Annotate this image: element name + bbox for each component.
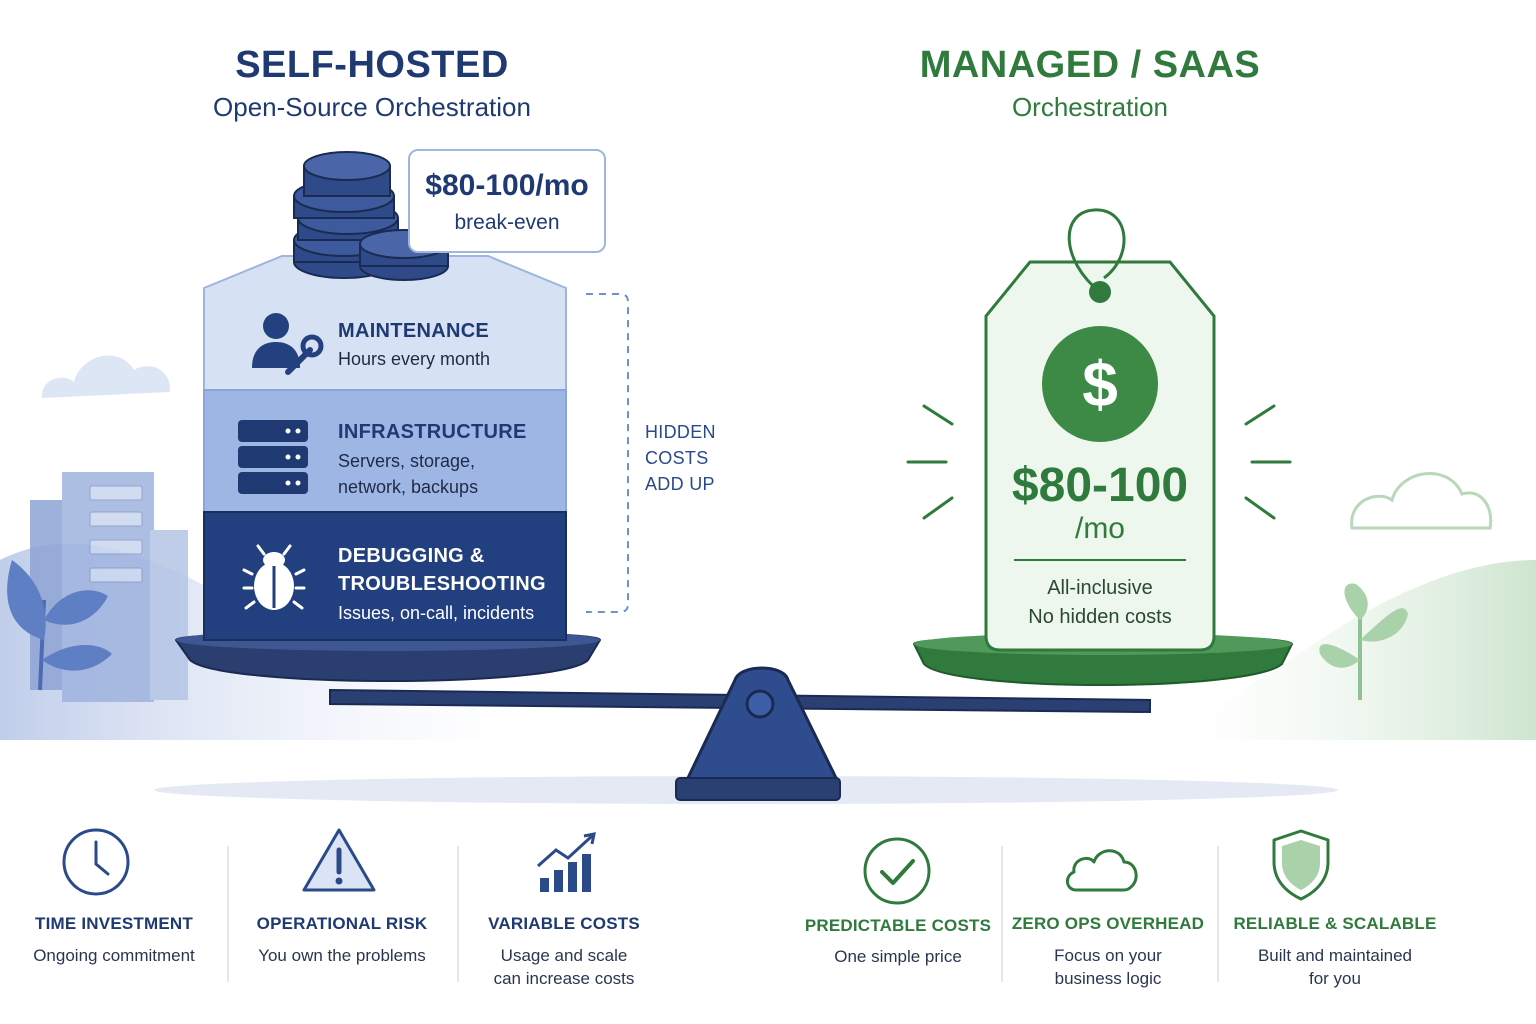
reliable-scalable-desc-line2: for you: [1309, 969, 1361, 988]
bug-icon: [242, 544, 306, 614]
maintenance-title: MAINTENANCE: [338, 320, 490, 342]
self-hosted-subtitle: Open-Source Orchestration: [213, 92, 531, 122]
left-cloud-icon: [41, 355, 171, 398]
server-rack-icon: [236, 418, 310, 496]
time-investment-title: TIME INVESTMENT: [35, 914, 193, 933]
warning-icon: [300, 826, 378, 894]
predictable-costs-desc: One simple price: [834, 947, 962, 966]
managed-price-unit: /mo: [1074, 512, 1125, 545]
maintenance-desc: Hours every month: [338, 349, 491, 369]
managed-note-line1: All-inclusive: [1047, 577, 1153, 599]
reliable-scalable-desc-line1: Built and maintained: [1257, 946, 1413, 965]
debugging-title-line2: TROUBLESHOOTING: [338, 573, 546, 595]
right-plant-icon: [1319, 583, 1408, 700]
operational-risk-desc: You own the problems: [258, 946, 426, 965]
left-plant-icon: [7, 560, 112, 691]
rising-chart-icon: [534, 832, 600, 894]
building-icon: [30, 472, 188, 702]
infrastructure-desc-line1: Servers, storage,: [338, 451, 476, 471]
managed-subtitle: Orchestration: [1011, 92, 1169, 122]
zero-ops-desc-line2: business logic: [1054, 969, 1162, 988]
zero-ops-desc-line1: Focus on your: [1054, 946, 1162, 965]
infrastructure-title: INFRASTRUCTURE: [338, 421, 527, 443]
fulcrum-pivot: [745, 689, 775, 719]
operational-risk-title: OPERATIONAL RISK: [256, 914, 428, 933]
hidden-costs-line2: COSTS: [645, 448, 709, 468]
scale-base: [675, 777, 841, 801]
break-even-callout: $80-100/mo break-even: [408, 149, 606, 253]
cloud-icon: [1062, 842, 1140, 894]
variable-costs-desc-line2: can increase costs: [493, 969, 635, 988]
shield-icon: [1270, 828, 1332, 902]
price-tag: [984, 208, 1216, 652]
scale-fulcrum: [683, 666, 841, 784]
clock-icon: [60, 826, 132, 898]
person-wrench-icon: [248, 312, 324, 376]
infrastructure-desc-line2: network, backups: [338, 477, 479, 497]
time-investment-desc: Ongoing commitment: [33, 946, 195, 965]
break-even-price: $80-100/mo: [425, 169, 589, 202]
zero-ops-title: ZERO OPS OVERHEAD: [1011, 914, 1205, 933]
self-hosted-title: SELF-HOSTED: [235, 44, 509, 86]
variable-costs-title: VARIABLE COSTS: [488, 914, 640, 933]
predictable-costs-title: PREDICTABLE COSTS: [804, 916, 992, 935]
dollar-circle: [1042, 326, 1158, 442]
managed-price: $80-100: [1011, 459, 1189, 512]
hidden-costs-bracket: [586, 293, 629, 613]
dollar-icon: $: [1082, 348, 1118, 420]
right-cloud-icon: [1350, 471, 1493, 530]
break-even-label: break-even: [454, 211, 560, 234]
hidden-costs-line3: ADD UP: [645, 474, 715, 494]
debugging-desc: Issues, on-call, incidents: [338, 603, 535, 623]
feature-dividers: [227, 846, 1219, 982]
managed-title: MANAGED / SAAS: [919, 44, 1261, 86]
hidden-costs-line1: HIDDEN: [645, 422, 716, 442]
variable-costs-desc-line1: Usage and scale: [500, 946, 628, 965]
check-circle-icon: [862, 836, 932, 906]
sparkle-rays: [906, 404, 1292, 520]
debugging-title-line1: DEBUGGING &: [338, 545, 485, 567]
reliable-scalable-title: RELIABLE & SCALABLE: [1233, 914, 1437, 933]
managed-note-line2: No hidden costs: [1028, 606, 1172, 628]
